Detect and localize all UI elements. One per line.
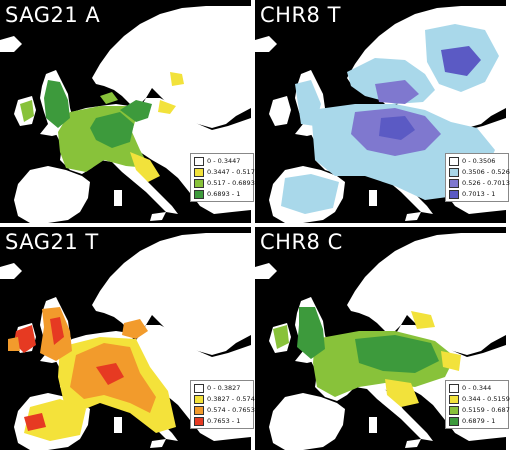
legend-swatch (449, 395, 459, 404)
legend-item: 0.7013 - 1 (449, 189, 506, 200)
suitability-overlay (20, 72, 184, 182)
legend-swatch (194, 168, 204, 177)
legend-swatch (449, 190, 459, 199)
legend-label: 0 - 0.3447 (207, 157, 241, 165)
legend-label: 0.7013 - 1 (462, 190, 496, 198)
panel-title: SAG21 T (5, 230, 99, 254)
legend-item: 0.517 - 0.6893 (194, 178, 255, 189)
legend-label: 0.6879 - 1 (462, 417, 496, 425)
legend-label: 0.344 - 0.5159 (462, 395, 510, 403)
legend-item: 0.3506 - 0.526 (449, 167, 510, 178)
legend-item: 0.344 - 0.5159 (449, 394, 510, 405)
legend-label: 0.574 - 0.7653 (207, 406, 255, 414)
legend-item: 0.7653 - 1 (194, 416, 251, 427)
map-panel-sag21-a: SAG21 A 0 - 0.3447 0.3447 - 0.517 0.517 … (0, 0, 255, 223)
legend-swatch (194, 395, 204, 404)
legend-label: 0.6893 - 1 (207, 190, 241, 198)
legend-item: 0.3447 - 0.517 (194, 167, 255, 178)
map-panel-chr8-c: CHR8 C 0 - 0.344 0.344 - 0.5159 0.5159 -… (255, 227, 510, 450)
europe-map (255, 6, 506, 223)
map-legend: 0 - 0.344 0.344 - 0.5159 0.5159 - 0.687 … (445, 380, 510, 429)
legend-item: 0.6893 - 1 (194, 189, 251, 200)
legend-label: 0.3506 - 0.526 (462, 168, 510, 176)
panel-title: SAG21 A (5, 3, 101, 27)
legend-swatch (449, 157, 459, 166)
legend-swatch (449, 384, 459, 393)
map-legend: 0 - 0.3827 0.3827 - 0.574 0.574 - 0.7653… (190, 380, 255, 429)
legend-swatch (194, 406, 204, 415)
legend-swatch (449, 417, 459, 426)
map-legend: 0 - 0.3506 0.3506 - 0.526 0.526 - 0.7013… (445, 153, 510, 202)
legend-label: 0.3827 - 0.574 (207, 395, 255, 403)
legend-label: 0.526 - 0.7013 (462, 179, 510, 187)
legend-item: 0.3827 - 0.574 (194, 394, 255, 405)
legend-label: 0.517 - 0.6893 (207, 179, 255, 187)
legend-swatch (194, 417, 204, 426)
legend-item: 0.574 - 0.7653 (194, 405, 255, 416)
legend-label: 0 - 0.3827 (207, 384, 241, 392)
legend-item: 0 - 0.3506 (449, 156, 506, 167)
legend-item: 0.526 - 0.7013 (449, 178, 510, 189)
legend-item: 0 - 0.3447 (194, 156, 251, 167)
legend-label: 0 - 0.344 (462, 384, 492, 392)
map-legend: 0 - 0.3447 0.3447 - 0.517 0.517 - 0.6893… (190, 153, 255, 202)
legend-item: 0 - 0.3827 (194, 383, 251, 394)
panel-title: CHR8 T (260, 3, 341, 27)
europe-map (0, 6, 251, 223)
legend-label: 0.5159 - 0.687 (462, 406, 510, 414)
suitability-overlay (8, 307, 176, 441)
legend-label: 0.3447 - 0.517 (207, 168, 255, 176)
legend-label: 0 - 0.3506 (462, 157, 496, 165)
legend-item: 0 - 0.344 (449, 383, 506, 394)
legend-swatch (449, 406, 459, 415)
legend-item: 0.5159 - 0.687 (449, 405, 510, 416)
legend-swatch (194, 384, 204, 393)
legend-swatch (194, 157, 204, 166)
legend-swatch (194, 179, 204, 188)
europe-map (0, 233, 251, 450)
legend-swatch (449, 179, 459, 188)
legend-swatch (194, 190, 204, 199)
legend-swatch (449, 168, 459, 177)
map-panel-chr8-t: CHR8 T 0 - 0.3506 0.3506 - 0.526 0.526 -… (255, 0, 510, 223)
legend-item: 0.6879 - 1 (449, 416, 506, 427)
legend-label: 0.7653 - 1 (207, 417, 241, 425)
map-panel-sag21-t: SAG21 T 0 - 0.3827 0.3827 - 0.574 0.574 … (0, 227, 255, 450)
panel-title: CHR8 C (260, 230, 343, 254)
suitability-overlay (281, 24, 499, 214)
europe-map (255, 233, 506, 450)
suitability-overlay (273, 307, 461, 407)
